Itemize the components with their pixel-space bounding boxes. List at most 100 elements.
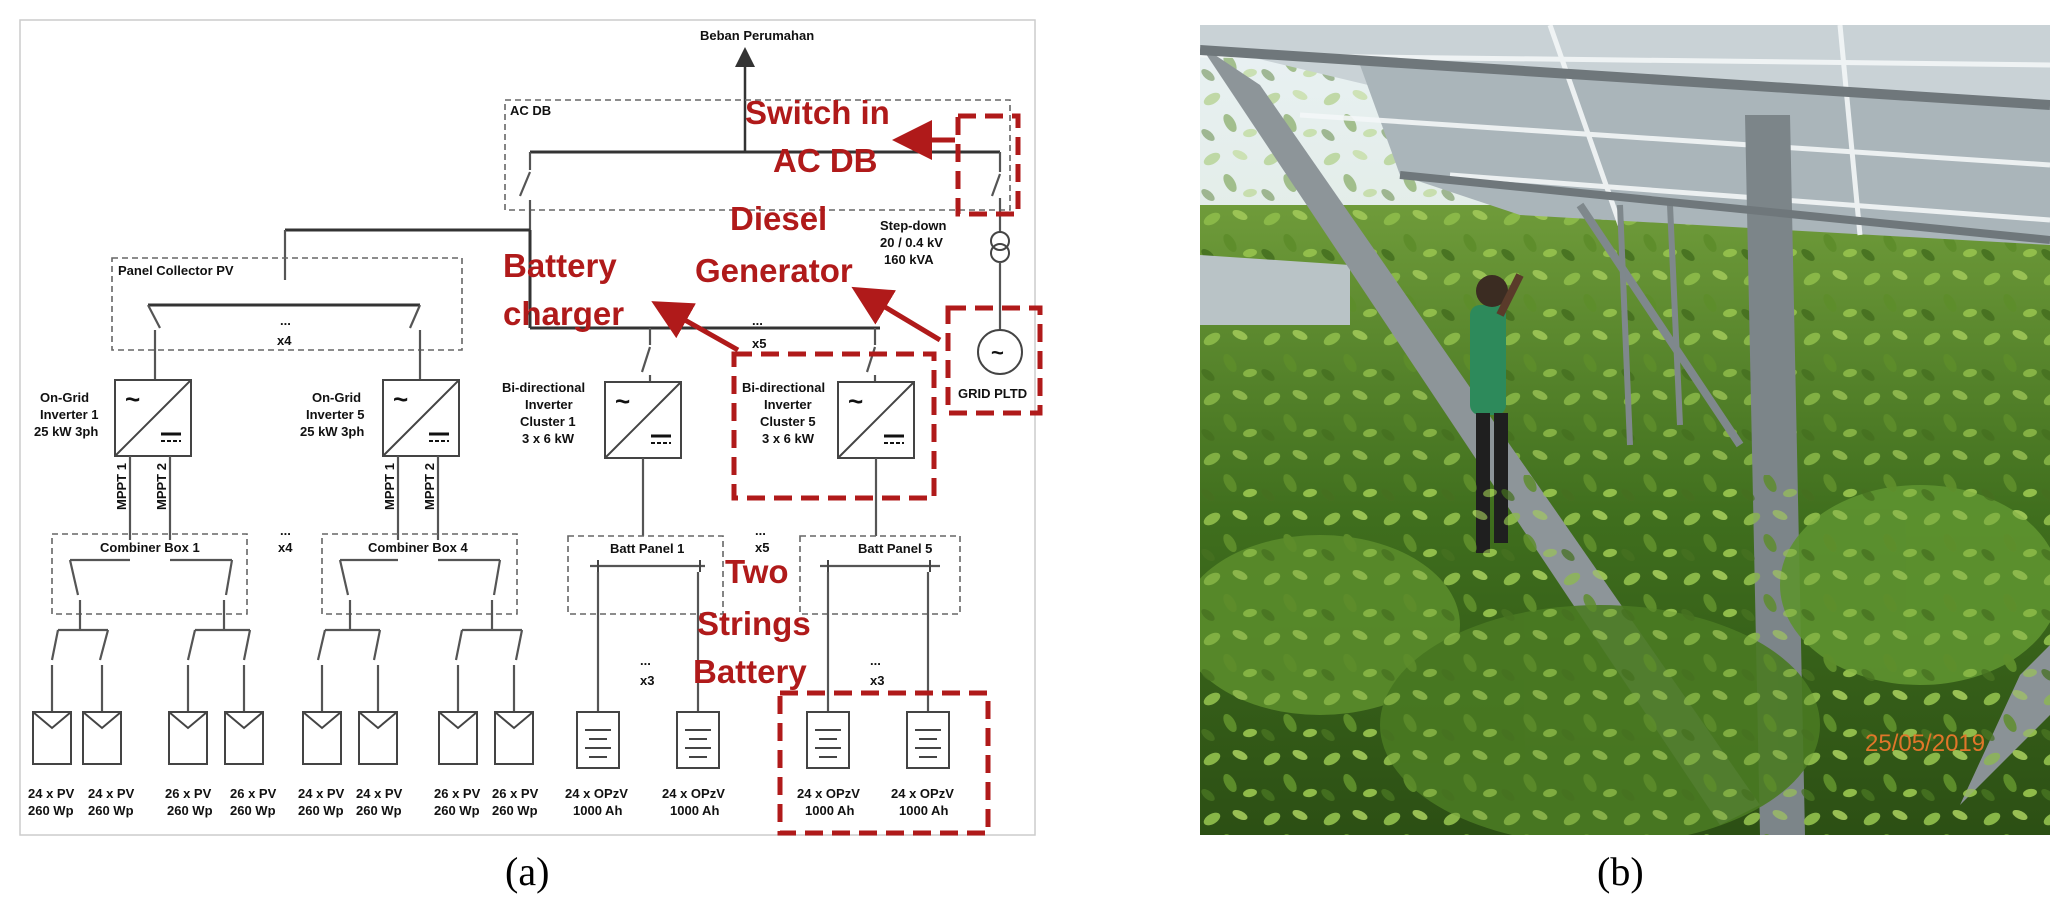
pv-module-3 [168, 711, 208, 765]
svg-text:~: ~ [991, 340, 1004, 365]
battery-x3-1: x3 [640, 673, 654, 688]
panel-collector-label: Panel Collector PV [118, 263, 234, 278]
generator-icon [977, 329, 1023, 375]
combiner4-label: Combiner Box 4 [368, 540, 468, 555]
annotation-strings-3: Battery [693, 653, 807, 690]
stepdown-line-2: 20 / 0.4 kV [880, 235, 943, 250]
mppt2-label-b: MPPT 2 [422, 463, 437, 510]
ongrid5-l2: Inverter 5 [306, 407, 365, 422]
pv-label-5a: 24 x PV [298, 786, 345, 801]
bus-x5: x5 [752, 336, 766, 351]
combiner-dots: ... [280, 523, 291, 538]
arrow-to-diesel-bus [851, 286, 942, 343]
bidir5-l2: Inverter [764, 397, 812, 412]
bidir5-l1: Bi-directional [742, 380, 825, 395]
stepdown-line-1: Step-down [880, 218, 946, 233]
pv-label-5b: 260 Wp [298, 803, 344, 818]
annotation-diesel-2: Generator [695, 252, 853, 289]
annotation-strings-2: Strings [697, 605, 811, 642]
battery-4 [906, 711, 950, 769]
batt5-label: Batt Panel 5 [858, 541, 932, 556]
panel-collector-box [111, 257, 463, 351]
pv-module-8 [494, 711, 534, 765]
solar-array-photo: 25/05/2019 [1200, 25, 2050, 835]
battery-dots-1: ... [640, 653, 651, 668]
ongrid-inverter-5 [381, 378, 461, 458]
bidir5-l4: 3 x 6 kW [762, 431, 815, 446]
ongrid1-l3: 25 kW 3ph [34, 424, 98, 439]
pv-string-group [50, 600, 524, 712]
switch-highlight [955, 113, 1021, 217]
pv-label-2a: 24 x PV [88, 786, 135, 801]
battpanel-dots: ... [755, 523, 766, 538]
bidir1-l4: 3 x 6 kW [522, 431, 575, 446]
pv-label-8b: 260 Wp [492, 803, 538, 818]
bat-label-1b: 1000 Ah [573, 803, 622, 818]
battery-1 [576, 711, 620, 769]
bat-label-1a: 24 x OPzV [565, 786, 628, 801]
annotation-strings-1: Two [725, 553, 789, 590]
transformer-icon [990, 231, 1010, 251]
stepdown-line-3: 160 kVA [884, 252, 934, 267]
pv-label-4b: 260 Wp [230, 803, 276, 818]
battpanel-x5: x5 [755, 540, 769, 555]
ongrid5-l3: 25 kW 3ph [300, 424, 364, 439]
pv-label-2b: 260 Wp [88, 803, 134, 818]
battery-3 [806, 711, 850, 769]
bidir-inverter-5 [836, 380, 916, 460]
bus-dots: ... [752, 313, 763, 328]
bat-label-2b: 1000 Ah [670, 803, 719, 818]
acdb-label: AC DB [510, 103, 551, 118]
ongrid1-l1: On-Grid [40, 390, 89, 405]
pv-label-1a: 24 x PV [28, 786, 75, 801]
bat-label-3a: 24 x OPzV [797, 786, 860, 801]
acdb-box [504, 99, 1011, 211]
collector-x4: x4 [277, 333, 292, 348]
pv-module-5 [302, 711, 342, 765]
batt1-label: Batt Panel 1 [610, 541, 684, 556]
annotation-switch-2: AC DB [773, 142, 878, 179]
bidir1-l1: Bi-directional [502, 380, 585, 395]
system-single-line-diagram: ~ Beban Perumahan AC DB Step-down 20 / 0… [19, 19, 1043, 836]
pv-label-3a: 26 x PV [165, 786, 212, 801]
bidir5-highlight [731, 351, 937, 501]
pv-module-6 [358, 711, 398, 765]
pv-module-1 [32, 711, 72, 765]
pv-module-7 [438, 711, 478, 765]
caption-a: (a) [505, 849, 550, 894]
annotation-diesel-1: Diesel [730, 200, 827, 237]
annotation-charger-2: charger [503, 295, 624, 332]
pv-label-7a: 26 x PV [434, 786, 481, 801]
pv-label-7b: 260 Wp [434, 803, 480, 818]
bat-label-4b: 1000 Ah [899, 803, 948, 818]
grid-label: GRID PLTD [958, 386, 1027, 401]
combiner-box-1 [51, 533, 248, 615]
battery-x3-5: x3 [870, 673, 884, 688]
pv-module-2 [82, 711, 122, 765]
annotation-charger-1: Battery [503, 247, 617, 284]
bidir1-l2: Inverter [525, 397, 573, 412]
pv-label-4a: 26 x PV [230, 786, 277, 801]
pv-module-4 [224, 711, 264, 765]
photo-timestamp: 25/05/2019 [1865, 730, 1985, 757]
bidir1-l3: Cluster 1 [520, 414, 576, 429]
caption-b: (b) [1597, 849, 1644, 894]
bat-label-2a: 24 x OPzV [662, 786, 725, 801]
battery-highlight [777, 690, 991, 836]
bat-label-4a: 24 x OPzV [891, 786, 954, 801]
collector-dots: ... [280, 313, 291, 328]
ongrid1-l2: Inverter 1 [40, 407, 99, 422]
pv-label-1b: 260 Wp [28, 803, 74, 818]
ongrid-inverter-1 [113, 378, 193, 458]
grid-highlight [945, 305, 1043, 416]
combiner1-label: Combiner Box 1 [100, 540, 200, 555]
pv-label-8a: 26 x PV [492, 786, 539, 801]
mppt1-label-b: MPPT 1 [382, 463, 397, 510]
load-label: Beban Perumahan [700, 28, 814, 43]
mppt1-label-a: MPPT 1 [114, 463, 129, 510]
ongrid5-l1: On-Grid [312, 390, 361, 405]
combiner-box-4 [321, 533, 518, 615]
bidir5-l3: Cluster 5 [760, 414, 816, 429]
annotation-switch-1: Switch in [745, 94, 890, 131]
batt-panel-1 [567, 535, 724, 615]
